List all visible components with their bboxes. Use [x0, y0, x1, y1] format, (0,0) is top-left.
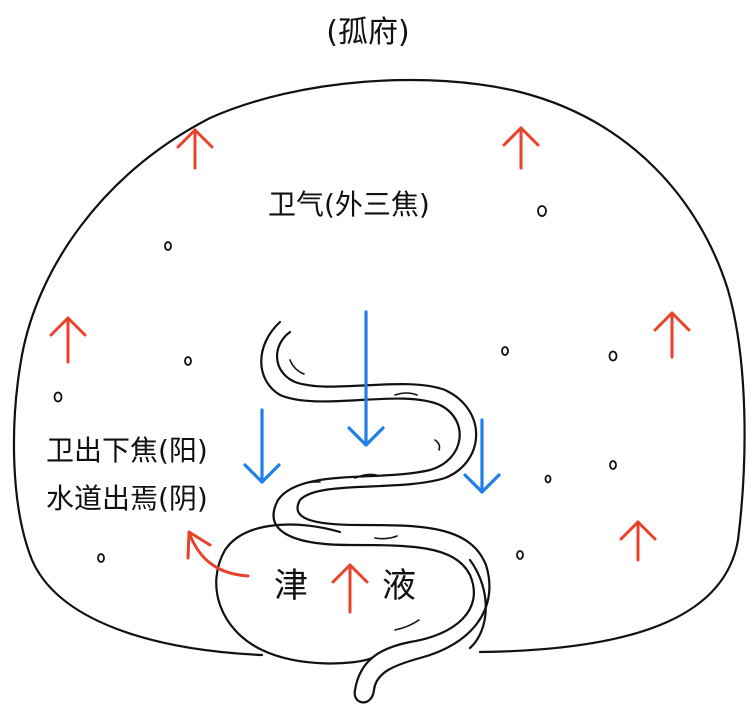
- curved-red-arrow-head: [186, 530, 212, 560]
- bubble: [537, 205, 547, 217]
- bubble: [164, 241, 172, 251]
- curved-red-arrow-shaft: [188, 533, 250, 578]
- red-up-arrow: [176, 128, 214, 170]
- bubble: [609, 460, 617, 470]
- red-up-arrow: [502, 126, 540, 170]
- bubble: [608, 350, 618, 362]
- red-up-arrow: [653, 311, 691, 359]
- title-label: (孤府): [326, 15, 409, 50]
- bubble: [184, 356, 192, 366]
- wei-qi-label: 卫气(外三焦): [268, 188, 430, 221]
- up-arrows: [49, 126, 691, 614]
- winding-tube: [260, 320, 491, 704]
- blue-down-arrow: [463, 418, 501, 494]
- blue-down-arrow: [243, 408, 281, 484]
- shui-dao-chu-yan-label: 水道出焉(阴): [46, 482, 208, 515]
- down-arrows: [243, 310, 501, 494]
- red-up-arrow: [619, 520, 657, 562]
- bubbles: [53, 205, 618, 563]
- jin-label: 津: [274, 566, 308, 606]
- dome-body: [12, 78, 746, 657]
- ye-label: 液: [382, 566, 416, 606]
- bubble: [544, 474, 552, 484]
- blue-down-arrow: [347, 310, 385, 447]
- tube-detail-marks: [289, 359, 441, 631]
- bubble: [501, 346, 509, 356]
- wei-chu-xia-jiao-label: 卫出下焦(阳): [46, 434, 208, 467]
- bubble: [516, 550, 524, 560]
- red-up-arrow: [331, 563, 369, 614]
- bubble: [53, 391, 63, 403]
- bubble: [97, 553, 105, 563]
- red-up-arrow: [49, 316, 87, 364]
